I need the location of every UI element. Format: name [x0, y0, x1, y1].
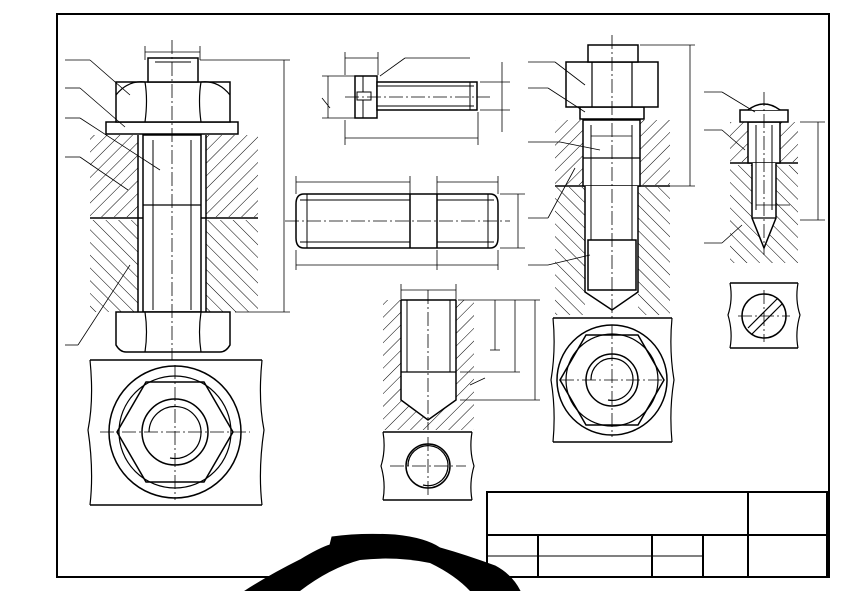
bolted-joint-section	[65, 40, 290, 360]
nut-hex	[115, 81, 231, 123]
screw-head-top-view	[727, 282, 801, 349]
bolted-joint-top-view	[87, 359, 265, 506]
upper-plate-right-hatch	[206, 135, 258, 217]
bolt-blank	[321, 52, 510, 145]
upper-plate-left-hatch	[90, 135, 138, 217]
tapped-hole-top-view	[380, 431, 475, 501]
stud-joint-section	[528, 35, 695, 318]
title-block	[486, 491, 828, 578]
lower-plate-left-hatch	[90, 220, 138, 312]
blind-tapped-hole-section	[383, 284, 540, 430]
stud-blank	[285, 176, 525, 270]
lower-plate-right-hatch	[206, 220, 258, 312]
stud-joint-top-view	[550, 317, 675, 443]
bolt-head	[115, 311, 231, 353]
screw-joint-section	[704, 91, 825, 263]
